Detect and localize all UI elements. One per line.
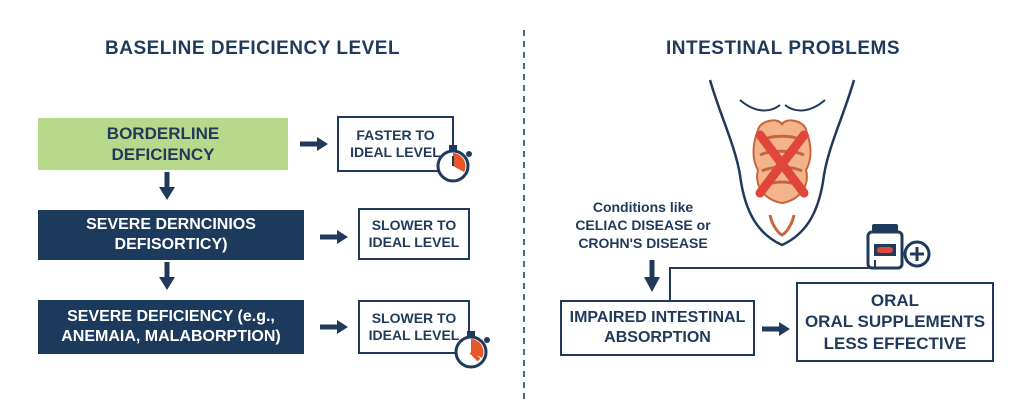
impaired-absorption-box: IMPAIRED INTESTINAL ABSORPTION — [560, 300, 755, 356]
faster-outcome-label: FASTER TO IDEAL LEVEL — [350, 126, 441, 161]
stopwatch-icon — [436, 145, 472, 183]
borderline-deficiency-box: BORDERLINE DEFICIENCY — [38, 118, 288, 170]
right-arrow-icon — [762, 322, 790, 336]
severe-deficiency-box: SEVERE DERNCINIOS DEFISORTICY) — [38, 210, 304, 260]
down-arrow-icon — [159, 262, 175, 290]
left-panel-title: BASELINE DEFICIENCY LEVEL — [105, 38, 401, 59]
right-arrow-icon — [300, 137, 328, 151]
slower-outcome-box-2: SLOWER TO IDEAL LEVEL — [358, 300, 470, 354]
slower-outcome-label-2: SLOWER TO IDEAL LEVEL — [368, 309, 460, 344]
panel-divider — [523, 30, 525, 400]
faster-outcome-box: FASTER TO IDEAL LEVEL — [337, 116, 454, 172]
severe-deficiency-example-box: SEVERE DEFICIENCY (e.g., ANEMAIA, MALABO… — [38, 300, 304, 354]
impaired-absorption-label: IMPAIRED INTESTINAL ABSORPTION — [569, 309, 746, 346]
right-arrow-icon — [320, 230, 348, 244]
slower-outcome-box-1: SLOWER TO IDEAL LEVEL — [358, 208, 470, 260]
severe-deficiency-label: SEVERE DERNCINIOS DEFISORTICY) — [86, 216, 256, 253]
supplement-bottle-icon — [866, 224, 931, 270]
borderline-deficiency-label: BORDERLINE DEFICIENCY — [106, 123, 220, 164]
down-arrow-icon — [159, 172, 175, 200]
connector-lines — [644, 260, 876, 300]
severe-deficiency-example-label: SEVERE DEFICIENCY (e.g., ANEMAIA, MALABO… — [61, 308, 281, 345]
conditions-text: Conditions like CELIAC DISEASE or CROHN'… — [575, 199, 711, 252]
oral-less-effective-label: ORAL ORAL SUPPLEMENTS LESS EFFECTIVE — [804, 291, 986, 353]
right-panel-title: INTESTINAL PROBLEMS — [666, 38, 900, 59]
torso-intestine-icon — [708, 79, 856, 247]
stopwatch-icon — [454, 331, 490, 369]
oral-less-effective-box: ORAL ORAL SUPPLEMENTS LESS EFFECTIVE — [796, 282, 994, 362]
slower-outcome-label-1: SLOWER TO IDEAL LEVEL — [368, 216, 460, 251]
red-x-icon — [755, 130, 809, 198]
right-arrow-icon — [320, 320, 348, 334]
